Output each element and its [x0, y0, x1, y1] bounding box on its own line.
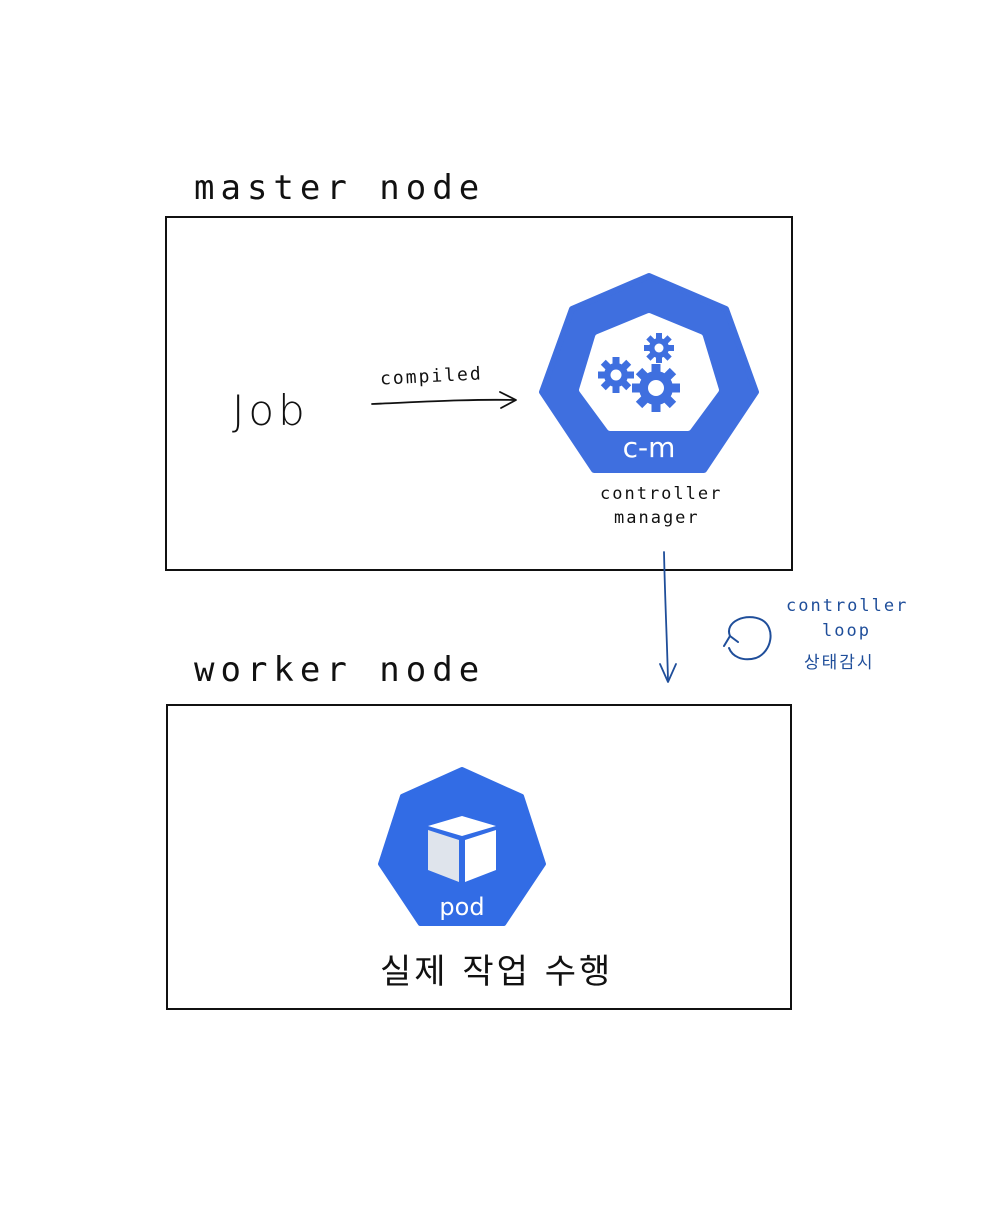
- controller-loop-line2: loop: [822, 621, 871, 641]
- controller-loop-line1: controller: [786, 596, 909, 616]
- controller-icon-text: c-m: [623, 431, 676, 464]
- loop-arrow-icon: [723, 616, 772, 661]
- pod-icon-text: pod: [439, 893, 484, 921]
- worker-node-label: worker node: [194, 650, 486, 690]
- cube-icon: [428, 816, 496, 882]
- gears-icon: [598, 333, 680, 412]
- controller-caption-line1: controller: [600, 484, 723, 504]
- pod-icon: pod: [378, 767, 546, 926]
- job-label: Job: [232, 386, 309, 435]
- controller-manager-icon: c-m: [539, 273, 759, 473]
- controller-caption-line2: manager: [614, 508, 700, 528]
- controller-loop-line3: 상태감시: [804, 653, 875, 673]
- master-node-label: master node: [194, 168, 486, 208]
- pod-caption: 실제 작업 수행: [380, 952, 614, 992]
